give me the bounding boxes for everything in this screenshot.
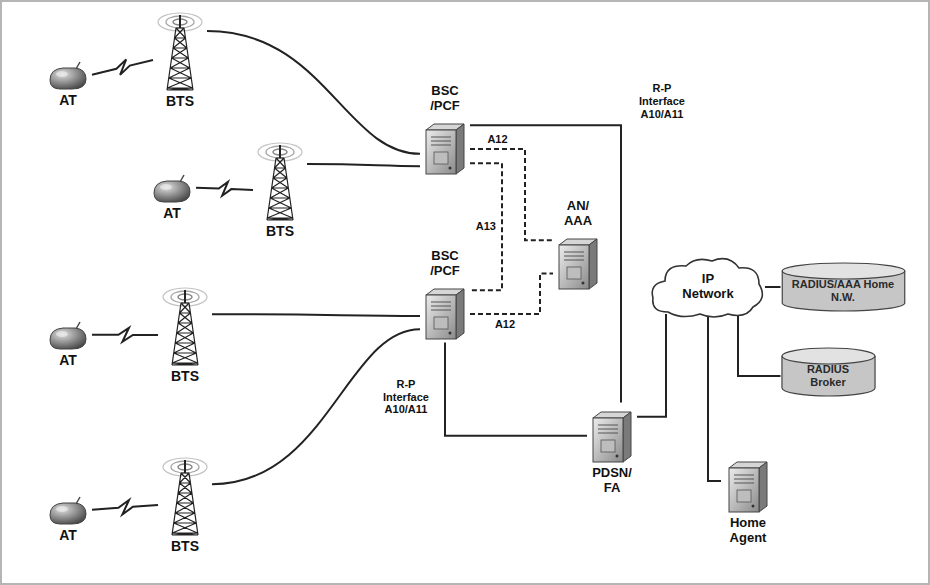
terminal-icon [150,174,194,204]
tower-icon [160,285,210,367]
server-icon [422,281,468,341]
node-label: RADIUS/AAA Home N.W. [791,278,896,303]
node-label: RADIUS Broker [793,363,863,388]
connector [637,314,666,417]
interface-label: R-P Interface A10/A11 [373,377,439,417]
node-icon [150,174,194,204]
node-label: AT [59,528,77,544]
terminal-icon [46,496,90,526]
node-icon [255,140,305,222]
server-node: PDSN/ FA [587,402,637,497]
node-icon [422,116,468,176]
interface-label: R-P Interface A10/A11 [627,81,697,121]
tower-node: BTS [153,8,207,112]
node-icon [589,404,635,464]
node-icon [46,496,90,526]
terminal-node: AT [148,172,196,224]
interface-label: A12 [493,317,517,332]
node-label: BTS [171,369,199,385]
tower-node: BTS [158,283,212,387]
connector [708,316,721,481]
node-icon [160,285,210,367]
terminal-icon [46,321,90,351]
dashed-connector [470,274,553,315]
terminal-node: AT [44,494,92,546]
tower-icon [255,140,305,222]
connector [765,286,781,288]
dashed-connector [470,163,502,290]
node-label: PDSN/ FA [589,466,635,495]
connector [92,500,158,515]
connector [445,343,587,436]
node-icon [160,455,210,537]
server-icon [725,454,771,514]
server-node: AN/ AAA [553,197,603,292]
node-label: BSC /PCF [422,84,468,113]
tower-icon [155,10,205,92]
terminal-icon [46,61,90,91]
database-node: RADIUS/AAA Home N.W. [781,262,906,312]
node-label: IP Network [678,272,738,301]
interface-label: A12 [485,132,509,147]
node-icon [155,10,205,92]
connector [738,315,781,376]
terminal-node: AT [44,319,92,371]
connector [196,182,253,196]
node-icon [46,321,90,351]
tower-node: BTS [158,453,212,557]
connector [307,164,420,166]
node-icon [46,61,90,91]
connector [92,59,153,75]
network-cloud: IP Network [648,254,768,320]
node-label: BTS [171,539,199,555]
node-icon [725,454,771,514]
tower-node: BTS [253,138,307,242]
server-icon [589,404,635,464]
node-label: BTS [166,94,194,110]
node-label: Home Agent [723,516,773,545]
interface-label: A13 [474,219,498,234]
node-label: AT [163,206,181,222]
connector [92,328,158,342]
connector [207,31,420,154]
tower-icon [160,455,210,537]
server-icon [422,116,468,176]
connector [470,125,621,402]
server-node: BSC /PCF [420,82,470,177]
node-label: AN/ AAA [558,199,598,228]
node-icon [422,281,468,341]
node-icon [555,231,601,291]
connector [212,314,420,316]
node-label: BSC /PCF [422,249,468,278]
server-icon [555,231,601,291]
node-label: BTS [266,224,294,240]
node-label: AT [59,93,77,109]
server-node: Home Agent [721,452,775,547]
terminal-node: AT [44,59,92,111]
server-node: BSC /PCF [420,247,470,342]
database-node: RADIUS Broker [781,347,876,397]
node-label: AT [59,353,77,369]
